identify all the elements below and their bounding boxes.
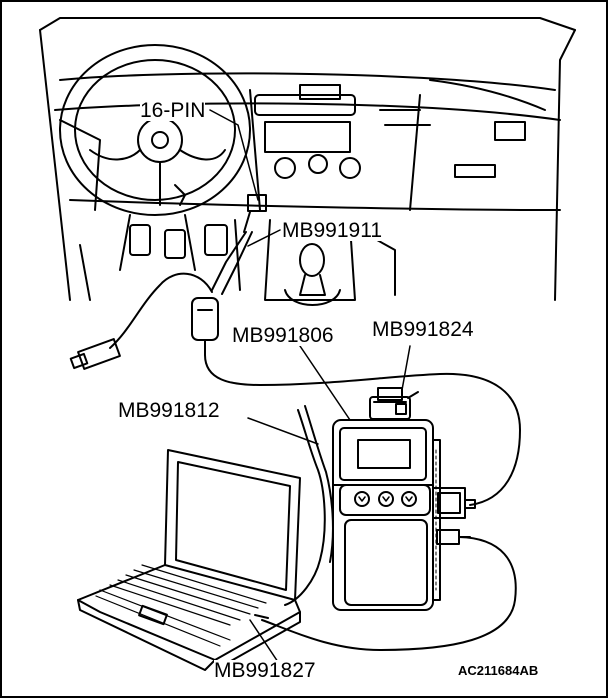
label-mb991911: MB991911 xyxy=(282,219,383,242)
gear-shifter xyxy=(284,243,341,306)
steering-wheel xyxy=(59,44,251,271)
label-mb991806: MB991806 xyxy=(232,324,334,347)
figure-code: AC211684AB xyxy=(458,663,539,678)
laptop xyxy=(77,449,301,671)
interface-box xyxy=(332,419,441,611)
floor-area xyxy=(79,219,396,301)
inline-module xyxy=(191,297,219,356)
label-16-pin: 16-PIN xyxy=(140,99,206,122)
label-mb991827: MB991827 xyxy=(214,659,316,682)
label-mb991812: MB991812 xyxy=(118,399,220,422)
left-plug xyxy=(69,338,121,370)
dashboard xyxy=(39,17,576,301)
label-mb991824: MB991824 xyxy=(372,318,474,341)
adapter-top xyxy=(369,387,419,420)
